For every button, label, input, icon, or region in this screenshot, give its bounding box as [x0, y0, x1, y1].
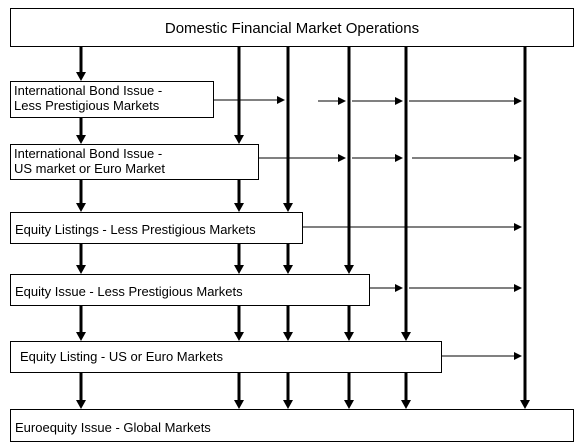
- right-arrowhead: [277, 96, 285, 104]
- right-arrowhead: [395, 154, 403, 162]
- right-arrowhead: [514, 223, 522, 231]
- right-arrowhead: [514, 97, 522, 105]
- stage-label-line: Euroequity Issue - Global Markets: [15, 420, 211, 435]
- down-arrowhead: [283, 203, 293, 212]
- down-arrowhead: [520, 400, 530, 409]
- stage-label-line: Domestic Financial Market Operations: [164, 20, 420, 37]
- down-arrowhead: [76, 332, 86, 341]
- down-arrowhead: [344, 332, 354, 341]
- down-arrowhead: [76, 400, 86, 409]
- stage-euroequity-global: Euroequity Issue - Global Markets: [10, 409, 574, 442]
- down-arrowhead: [401, 400, 411, 409]
- right-arrowhead: [514, 284, 522, 292]
- right-arrowhead: [395, 284, 403, 292]
- down-arrowhead: [344, 400, 354, 409]
- down-arrowhead: [283, 265, 293, 274]
- down-arrowhead: [76, 135, 86, 144]
- down-arrowhead: [401, 332, 411, 341]
- down-arrowhead: [344, 265, 354, 274]
- down-arrowhead: [76, 72, 86, 81]
- stage-label-line: US market or Euro Market: [14, 161, 165, 176]
- stage-equity-listings-less-prestigious: Equity Listings - Less Prestigious Marke…: [10, 212, 303, 244]
- stage-equity-issue-less-prestigious: Equity Issue - Less Prestigious Markets: [10, 274, 370, 306]
- stage-intl-bond-us-euro: International Bond Issue - US market or …: [10, 144, 259, 180]
- stage-intl-bond-less-prestigious: International Bond Issue - Less Prestigi…: [10, 81, 214, 118]
- right-arrowhead: [395, 97, 403, 105]
- stage-label-line: International Bond Issue -: [14, 83, 163, 98]
- right-arrowhead: [338, 154, 346, 162]
- stage-label-line: Equity Issue - Less Prestigious Markets: [15, 284, 243, 299]
- right-arrowhead: [514, 352, 522, 360]
- stage-label-line: International Bond Issue -: [14, 146, 163, 161]
- stage-label-line: Equity Listing - US or Euro Markets: [20, 349, 224, 364]
- stage-label-line: Equity Listings - Less Prestigious Marke…: [15, 222, 256, 237]
- down-arrowhead: [76, 265, 86, 274]
- down-arrowhead: [283, 400, 293, 409]
- down-arrowhead: [234, 400, 244, 409]
- down-arrowhead: [234, 265, 244, 274]
- down-arrowhead: [234, 135, 244, 144]
- down-arrowhead: [234, 203, 244, 212]
- stage-domestic-operations: Domestic Financial Market Operations: [10, 8, 574, 47]
- right-arrowhead: [514, 154, 522, 162]
- stage-equity-listing-us-euro: Equity Listing - US or Euro Markets: [10, 341, 442, 373]
- down-arrowhead: [234, 332, 244, 341]
- down-arrowhead: [76, 203, 86, 212]
- down-arrowhead: [283, 332, 293, 341]
- right-arrowhead: [338, 97, 346, 105]
- stage-label-line: Less Prestigious Markets: [14, 98, 160, 113]
